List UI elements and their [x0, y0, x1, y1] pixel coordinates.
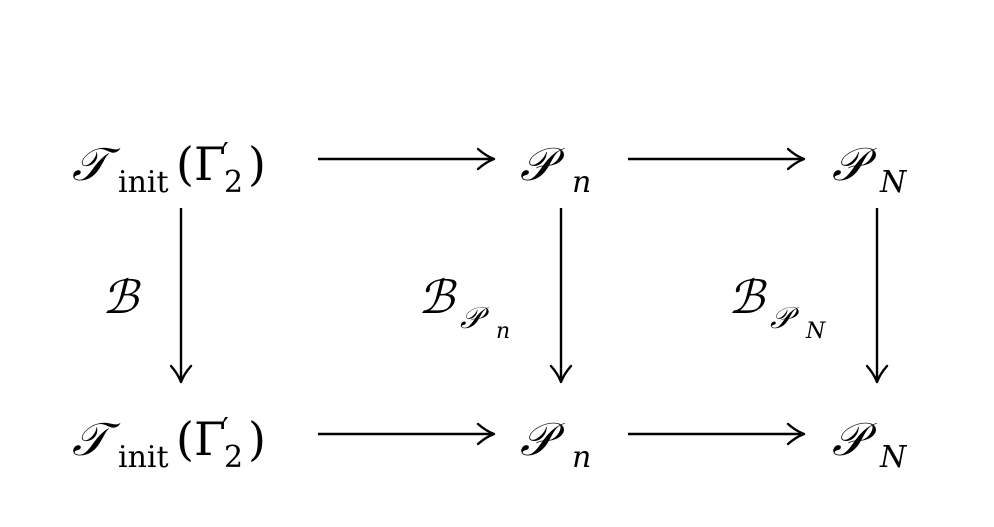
node-subscript: init [118, 440, 169, 475]
arrow-top-mid-to-right [628, 147, 806, 171]
label-mid-vertical: ℬ 𝒫 n [418, 270, 510, 344]
arrow-left-vertical [169, 208, 193, 384]
arrow-mid-vertical [549, 208, 573, 384]
node-subscript: N [879, 440, 908, 475]
node-argument-sub: 2 [224, 165, 243, 200]
node-argument-symbol: Γ [194, 412, 226, 466]
node-argument-symbol: Γ [194, 137, 226, 191]
arrow-right-vertical [865, 208, 889, 384]
node-symbol: 𝒯 [72, 412, 121, 466]
node-paren-close: ) [248, 137, 266, 191]
label-symbol: ℬ [102, 270, 141, 324]
node-bottom-right: 𝒫 N [832, 412, 908, 475]
node-subscript: N [879, 165, 908, 200]
node-top-right: 𝒫 N [832, 137, 908, 200]
node-paren-open: ( [176, 412, 194, 466]
node-bottom-left: 𝒯 init ( Γ ′ 2 ) [72, 412, 266, 475]
node-argument-sub: 2 [224, 440, 243, 475]
node-symbol: 𝒫 [520, 412, 565, 466]
node-top-mid: 𝒫 n [520, 137, 591, 200]
label-right-vertical: ℬ 𝒫 N [728, 270, 826, 344]
node-paren-open: ( [176, 137, 194, 191]
node-subscript: n [572, 165, 591, 200]
arrow-bottom-mid-to-right [628, 422, 806, 446]
node-argument-prime: ′ [222, 137, 229, 172]
label-sub-symbol: 𝒫 [770, 301, 800, 336]
node-argument-prime: ′ [222, 412, 229, 447]
node-bottom-mid: 𝒫 n [520, 412, 591, 475]
label-sub-sub: N [805, 319, 826, 344]
arrow-bottom-left-to-mid [318, 422, 496, 446]
node-symbol: 𝒫 [832, 137, 877, 191]
node-symbol: 𝒯 [72, 137, 121, 191]
label-sub-sub: n [496, 319, 510, 344]
label-symbol: ℬ [728, 270, 767, 324]
label-sub-symbol: 𝒫 [460, 301, 490, 336]
node-symbol: 𝒫 [520, 137, 565, 191]
node-top-left: 𝒯 init ( Γ ′ 2 ) [72, 137, 266, 200]
node-paren-close: ) [248, 412, 266, 466]
label-symbol: ℬ [418, 270, 457, 324]
node-symbol: 𝒫 [832, 412, 877, 466]
node-subscript: init [118, 165, 169, 200]
label-left-vertical: ℬ [102, 270, 141, 324]
arrow-top-left-to-mid [318, 147, 496, 171]
node-subscript: n [572, 440, 591, 475]
